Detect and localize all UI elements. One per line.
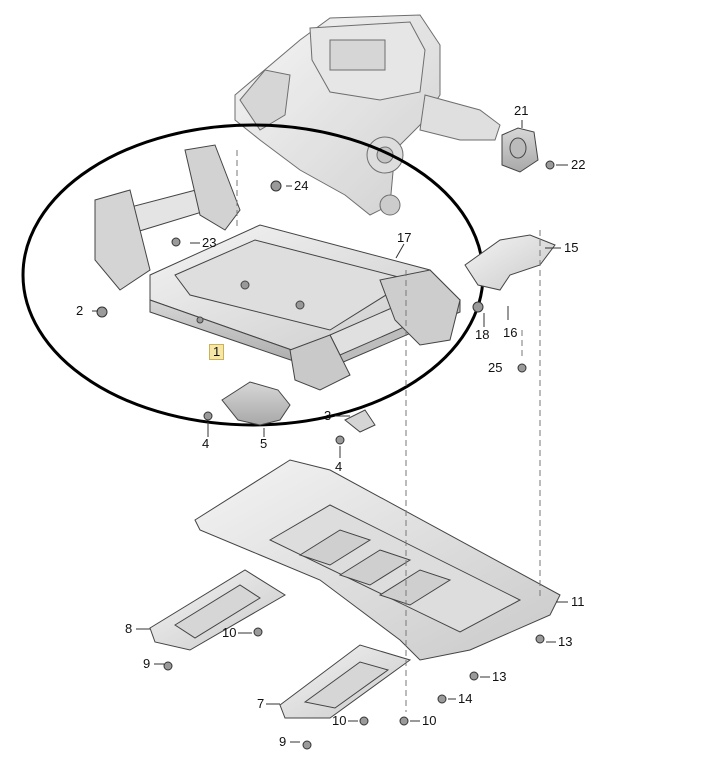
callout-25: 25 [488,360,503,375]
callout-4b: 4 [335,459,343,474]
callout-9b: 9 [279,734,287,749]
callout-1: 1 [209,344,225,360]
callout-9a: 9 [143,656,151,671]
callout-7: 7 [257,696,265,711]
callout-10b: 10 [332,713,347,728]
callout-5: 5 [260,436,268,451]
callout-13b: 13 [558,634,573,649]
callout-8: 8 [125,621,133,636]
callout-13a: 13 [492,669,507,684]
subframe-drawing [94,144,461,391]
fasteners [96,160,555,750]
shield-plate-8-drawing [149,569,286,651]
callout-16: 16 [503,325,518,340]
callout-15: 15 [564,240,579,255]
alignment-lines [236,150,541,712]
callout-24: 24 [294,178,309,193]
callout-4a: 4 [202,436,210,451]
callout-3: 3 [324,408,332,423]
callout-17: 17 [397,230,412,245]
leader-lines [92,120,568,743]
callout-2: 2 [76,303,84,318]
callout-23: 23 [202,235,217,250]
drive-unit-drawing [234,14,501,216]
callout-22: 22 [571,157,586,172]
engine-mount-21-drawing [501,127,539,173]
callout-10a: 10 [222,625,237,640]
shield-plate-7-drawing [279,644,412,719]
mount-5-drawing [221,381,291,426]
bracket-3-drawing [344,409,376,433]
callout-14: 14 [458,691,473,706]
callout-10c: 10 [422,713,437,728]
callout-21: 21 [514,103,529,118]
callout-18: 18 [475,327,490,342]
callout-11: 11 [571,594,585,609]
underbody-shield-11-drawing [194,459,561,661]
